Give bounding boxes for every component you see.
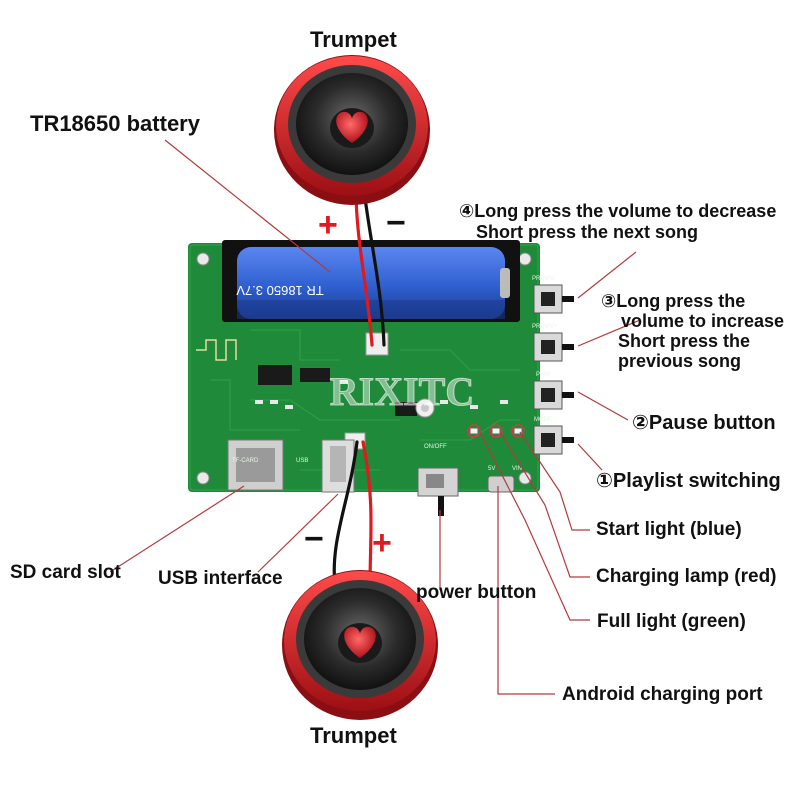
label-android-port: Android charging port — [562, 684, 763, 705]
label-button-4-line2: Short press the next song — [476, 222, 699, 242]
label-sd-slot: SD card slot — [10, 562, 121, 583]
label-button-3-line4: previous song — [618, 351, 742, 371]
speaker-wires — [332, 188, 386, 587]
label-button-3: ③Long press the volume to increase Short… — [601, 291, 784, 371]
label-plus-top: + — [318, 206, 338, 244]
silk-next: PREV/V+ — [532, 324, 558, 330]
label-usb: USB interface — [158, 568, 283, 589]
label-minus-bottom: − — [304, 520, 324, 558]
label-trumpet-top: Trumpet — [310, 27, 397, 52]
silk-5v: 5V — [488, 466, 495, 472]
label-button-1: ①Playlist switching — [596, 470, 781, 492]
speaker-bottom — [282, 570, 438, 720]
silk-mode: MODE — [534, 417, 552, 423]
leader-lines — [109, 139, 641, 695]
silk-play: PLAY — [536, 372, 551, 378]
label-charging-lamp: Charging lamp (red) — [596, 566, 777, 587]
label-button-3-line2: volume to increase — [621, 311, 785, 331]
silk-usb: USB — [296, 458, 308, 464]
label-power: power button — [416, 582, 537, 603]
label-button-2: ②Pause button — [632, 412, 776, 434]
pcb-board: TR 18650 3.7V — [188, 240, 574, 516]
silk-tf: TF-CARD — [232, 458, 259, 464]
label-button-4-line1: ④Long press the volume to decrease — [459, 201, 777, 221]
label-button-3-line3: Short press the — [618, 331, 751, 351]
label-battery: TR18650 battery — [30, 111, 200, 136]
label-button-4: ④Long press the volume to decrease Short… — [459, 201, 776, 243]
watermark: RIXITC — [330, 369, 474, 414]
label-plus-bottom: + — [372, 524, 392, 562]
silk-prev: PREV/V- — [532, 276, 556, 282]
silk-onoff: ON/OFF — [424, 444, 447, 450]
label-minus-top: − — [386, 204, 406, 242]
label-trumpet-bottom: Trumpet — [310, 723, 397, 748]
label-start-light: Start light (blue) — [596, 519, 742, 540]
speaker-top — [274, 55, 430, 205]
label-full-light: Full light (green) — [597, 611, 746, 632]
tactile-buttons — [533, 284, 574, 455]
battery-print: TR 18650 3.7V — [236, 283, 324, 298]
label-button-3-line1: ③Long press the — [601, 291, 746, 311]
silk-vin: VIN — [512, 466, 522, 472]
